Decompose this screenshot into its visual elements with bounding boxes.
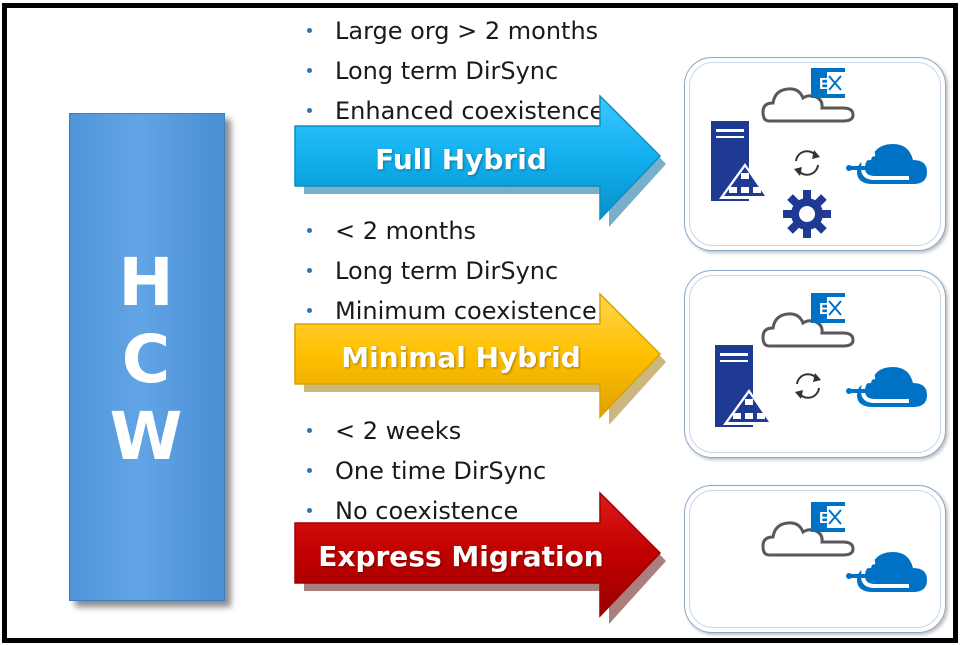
cloud-exchange-icon: E	[761, 293, 855, 348]
hcw-letter-c: C	[121, 321, 171, 398]
express-migration-panel: E	[684, 485, 946, 633]
bullet-item: Minimum coexistence	[303, 291, 597, 331]
minimal-hybrid-panel: E	[684, 270, 946, 458]
bullet-item: Long term DirSync	[303, 51, 604, 91]
panel-inner-border	[689, 275, 941, 453]
express-migration-arrow	[294, 491, 666, 624]
bullet-item: One time DirSync	[303, 451, 546, 491]
minimal-hybrid-bullets: < 2 months Long term DirSync Minimum coe…	[303, 211, 597, 331]
bullet-item: No coexistence	[303, 491, 546, 531]
svg-text:E: E	[819, 301, 830, 318]
bullet-item: < 2 weeks	[303, 411, 546, 451]
panel-inner-border	[689, 490, 941, 628]
minimal-hybrid-label: Minimal Hybrid	[341, 341, 581, 374]
express-migration-label: Express Migration	[318, 540, 604, 573]
minimal-hybrid-arrow	[294, 292, 666, 425]
hcw-letter-h: H	[118, 244, 174, 321]
sync-icon	[794, 150, 820, 176]
frame-border	[2, 3, 958, 643]
express-migration-bullets: < 2 weeks One time DirSync No coexistenc…	[303, 411, 546, 531]
full-hybrid-panel: E	[684, 57, 946, 251]
full-hybrid-bullets: Large org > 2 months Long term DirSync E…	[303, 11, 604, 131]
gear-icon	[783, 190, 831, 238]
on-prem-server-icon	[711, 121, 769, 201]
on-prem-server-icon	[715, 345, 773, 427]
azure-cloud-icon	[846, 552, 927, 592]
bullet-item: Enhanced coexistence	[303, 91, 604, 131]
full-hybrid-label: Full Hybrid	[375, 143, 547, 176]
hcw-bar	[69, 113, 225, 601]
bullet-item: Large org > 2 months	[303, 11, 604, 51]
panel-inner-border	[689, 62, 941, 246]
bullet-item: Long term DirSync	[303, 251, 597, 291]
azure-cloud-icon	[846, 367, 927, 407]
cloud-exchange-icon: E	[761, 68, 855, 123]
sync-icon	[795, 373, 821, 399]
svg-text:E: E	[819, 510, 830, 527]
full-hybrid-arrow	[294, 94, 666, 227]
svg-text:E: E	[819, 76, 830, 93]
cloud-exchange-icon: E	[761, 502, 855, 557]
hcw-letter-w: W	[109, 398, 183, 475]
azure-cloud-icon	[846, 144, 927, 184]
bullet-item: < 2 months	[303, 211, 597, 251]
